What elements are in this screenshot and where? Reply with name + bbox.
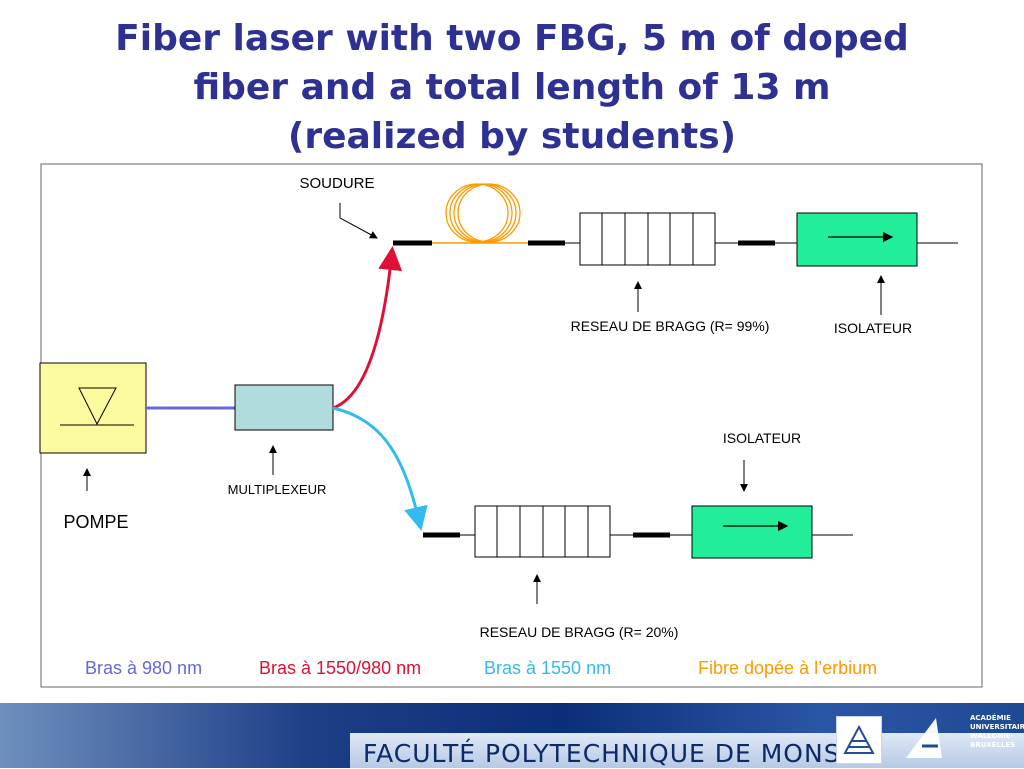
bottom-branch <box>423 505 853 559</box>
legend: Bras à 980 nm Bras à 1550/980 nm Bras à … <box>85 658 877 678</box>
academy-line: BRUXELLES <box>970 741 1016 749</box>
top-branch <box>393 183 958 267</box>
bras-1550-fiber <box>332 406 428 531</box>
pump <box>39 362 147 454</box>
isolator-top-label: ISOLATEUR <box>834 320 912 336</box>
multiplexer <box>234 384 334 431</box>
legend-fibre-dopee: Fibre dopée à l’erbium <box>698 658 877 678</box>
slide-title: Fiber laser with two FBG, 5 m of doped f… <box>0 14 1024 161</box>
title-line-2: fiber and a total length of 13 m <box>193 67 831 108</box>
academy-logo-icon <box>896 714 966 764</box>
academy-text: ACADÉMIE UNIVERSITAIRE WALLONIE- BRUXELL… <box>970 714 1024 750</box>
bras-1550-980-fiber <box>332 246 403 410</box>
title-line-1: Fiber laser with two FBG, 5 m of doped <box>115 18 909 59</box>
legend-bras-980: Bras à 980 nm <box>85 658 202 678</box>
academy-line: ACADÉMIE <box>970 714 1011 722</box>
isolator-bottom-label: ISOLATEUR <box>723 430 801 446</box>
multiplexer-label: MULTIPLEXEUR <box>228 482 327 497</box>
bragg-grating-99 <box>579 212 716 266</box>
bragg-20-label: RESEAU DE BRAGG (R= 20%) <box>480 624 679 640</box>
bragg-99-label: RESEAU DE BRAGG (R= 99%) <box>571 318 770 334</box>
bragg-grating-20 <box>474 505 611 558</box>
isolator-bottom <box>691 505 813 559</box>
pump-label: POMPE <box>63 512 128 532</box>
isolator-top <box>796 212 918 267</box>
academy-line: WALLONIE- <box>970 732 1014 740</box>
legend-bras-1550-980: Bras à 1550/980 nm <box>259 658 421 678</box>
footer-title: FACULTÉ POLYTECHNIQUE DE MONS <box>363 739 841 768</box>
academy-line: UNIVERSITAIRE <box>970 723 1024 731</box>
soudure-pointer <box>339 203 378 239</box>
faculty-logo-icon <box>836 716 882 764</box>
legend-bras-1550: Bras à 1550 nm <box>484 658 611 678</box>
soudure-label: SOUDURE <box>299 175 374 192</box>
doped-fiber-coil <box>445 183 521 243</box>
title-line-3: (realized by students) <box>287 116 737 157</box>
